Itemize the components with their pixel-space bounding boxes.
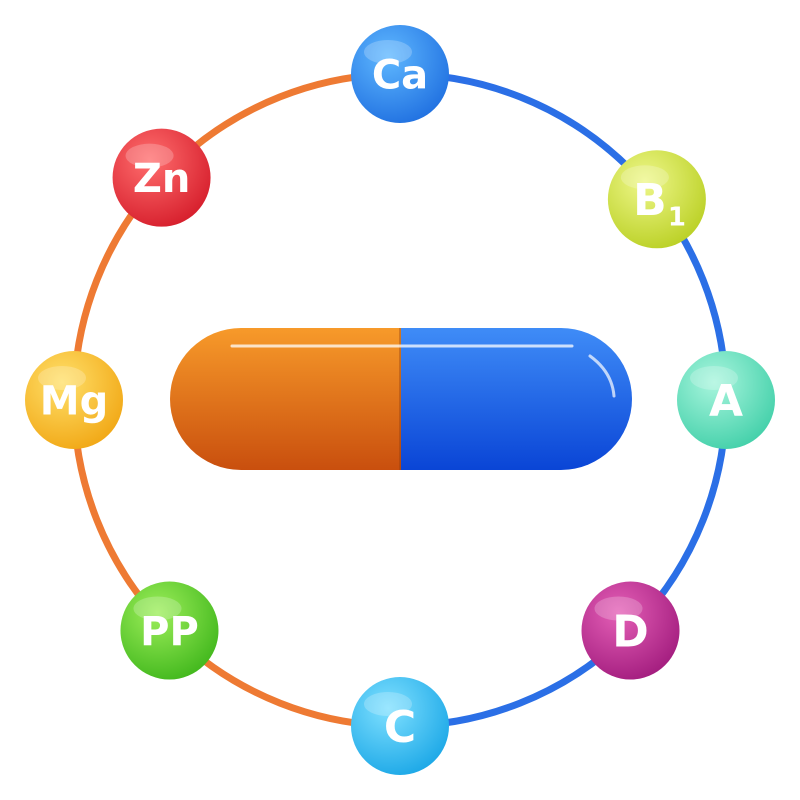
nutrient-circle [607,150,706,249]
nutrient-gloss [364,692,412,716]
nutrient-gloss [594,596,643,621]
nutrient-label: D [612,606,649,657]
nutrient-gloss [133,596,182,621]
capsule-right-half [401,328,632,470]
nutrient-gloss [364,40,412,64]
nutrient-circle [581,581,680,680]
nutrient-circle [25,351,123,449]
nutrient-badge-c: C [351,677,449,775]
nutrient-label: Ca [372,52,428,98]
nutrient-gloss [38,366,86,390]
nutrient-circle [677,351,775,449]
nutrient-label: A [709,376,743,427]
nutrient-badge-mg: Mg [25,351,123,449]
nutrient-label: B [633,175,667,226]
nutrient-badge-d: D [581,581,680,680]
capsule-seam [399,328,401,470]
nutrient-circle [112,128,211,227]
nutrient-label: C [384,702,416,753]
nutrient-label: PP [140,609,199,655]
nutrient-circle [120,581,219,680]
capsule [170,328,632,470]
nutrient-badge-a: A [677,351,775,449]
nutrient-circle [351,677,449,775]
nutrient-gloss [125,143,174,168]
nutrient-label: Mg [40,378,108,424]
nutrient-label: Zn [133,156,190,202]
nutrient-badge-zn: Zn [112,128,211,227]
nutrient-circle [351,25,449,123]
capsule-highlight-right [588,354,616,398]
nutrient-subscript: 1 [668,202,686,232]
nutrient-gloss [690,366,738,390]
nutrient-gloss [620,165,669,190]
capsule-left-half [170,328,401,470]
nutrient-badge-pp: PP [120,581,219,680]
nutrient-badge-ca: Ca [351,25,449,123]
